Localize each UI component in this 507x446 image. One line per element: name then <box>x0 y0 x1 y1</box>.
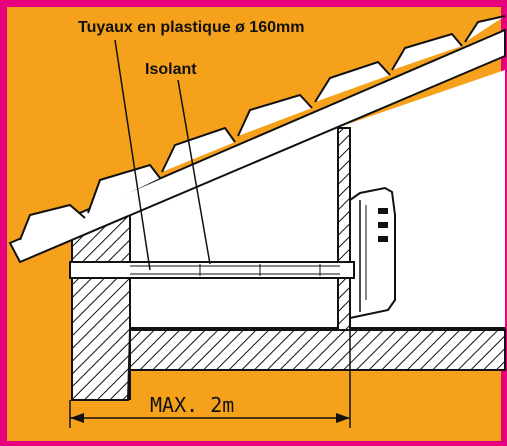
left-wall <box>71 210 131 401</box>
pipe-leader-line <box>114 39 151 271</box>
right-partition-wall <box>337 127 351 331</box>
floor-slab <box>129 329 506 371</box>
plastic-pipe <box>69 261 355 279</box>
ventilation-unit <box>349 186 396 320</box>
max-distance-label: MAX. 2m <box>150 393 234 417</box>
insulation-leader-line <box>177 79 211 265</box>
dimension-line <box>69 330 351 428</box>
roof <box>8 15 506 264</box>
insulation-label: Isolant <box>145 61 197 78</box>
pipe-label: Tuyaux en plastique ø 160mm <box>78 19 304 36</box>
